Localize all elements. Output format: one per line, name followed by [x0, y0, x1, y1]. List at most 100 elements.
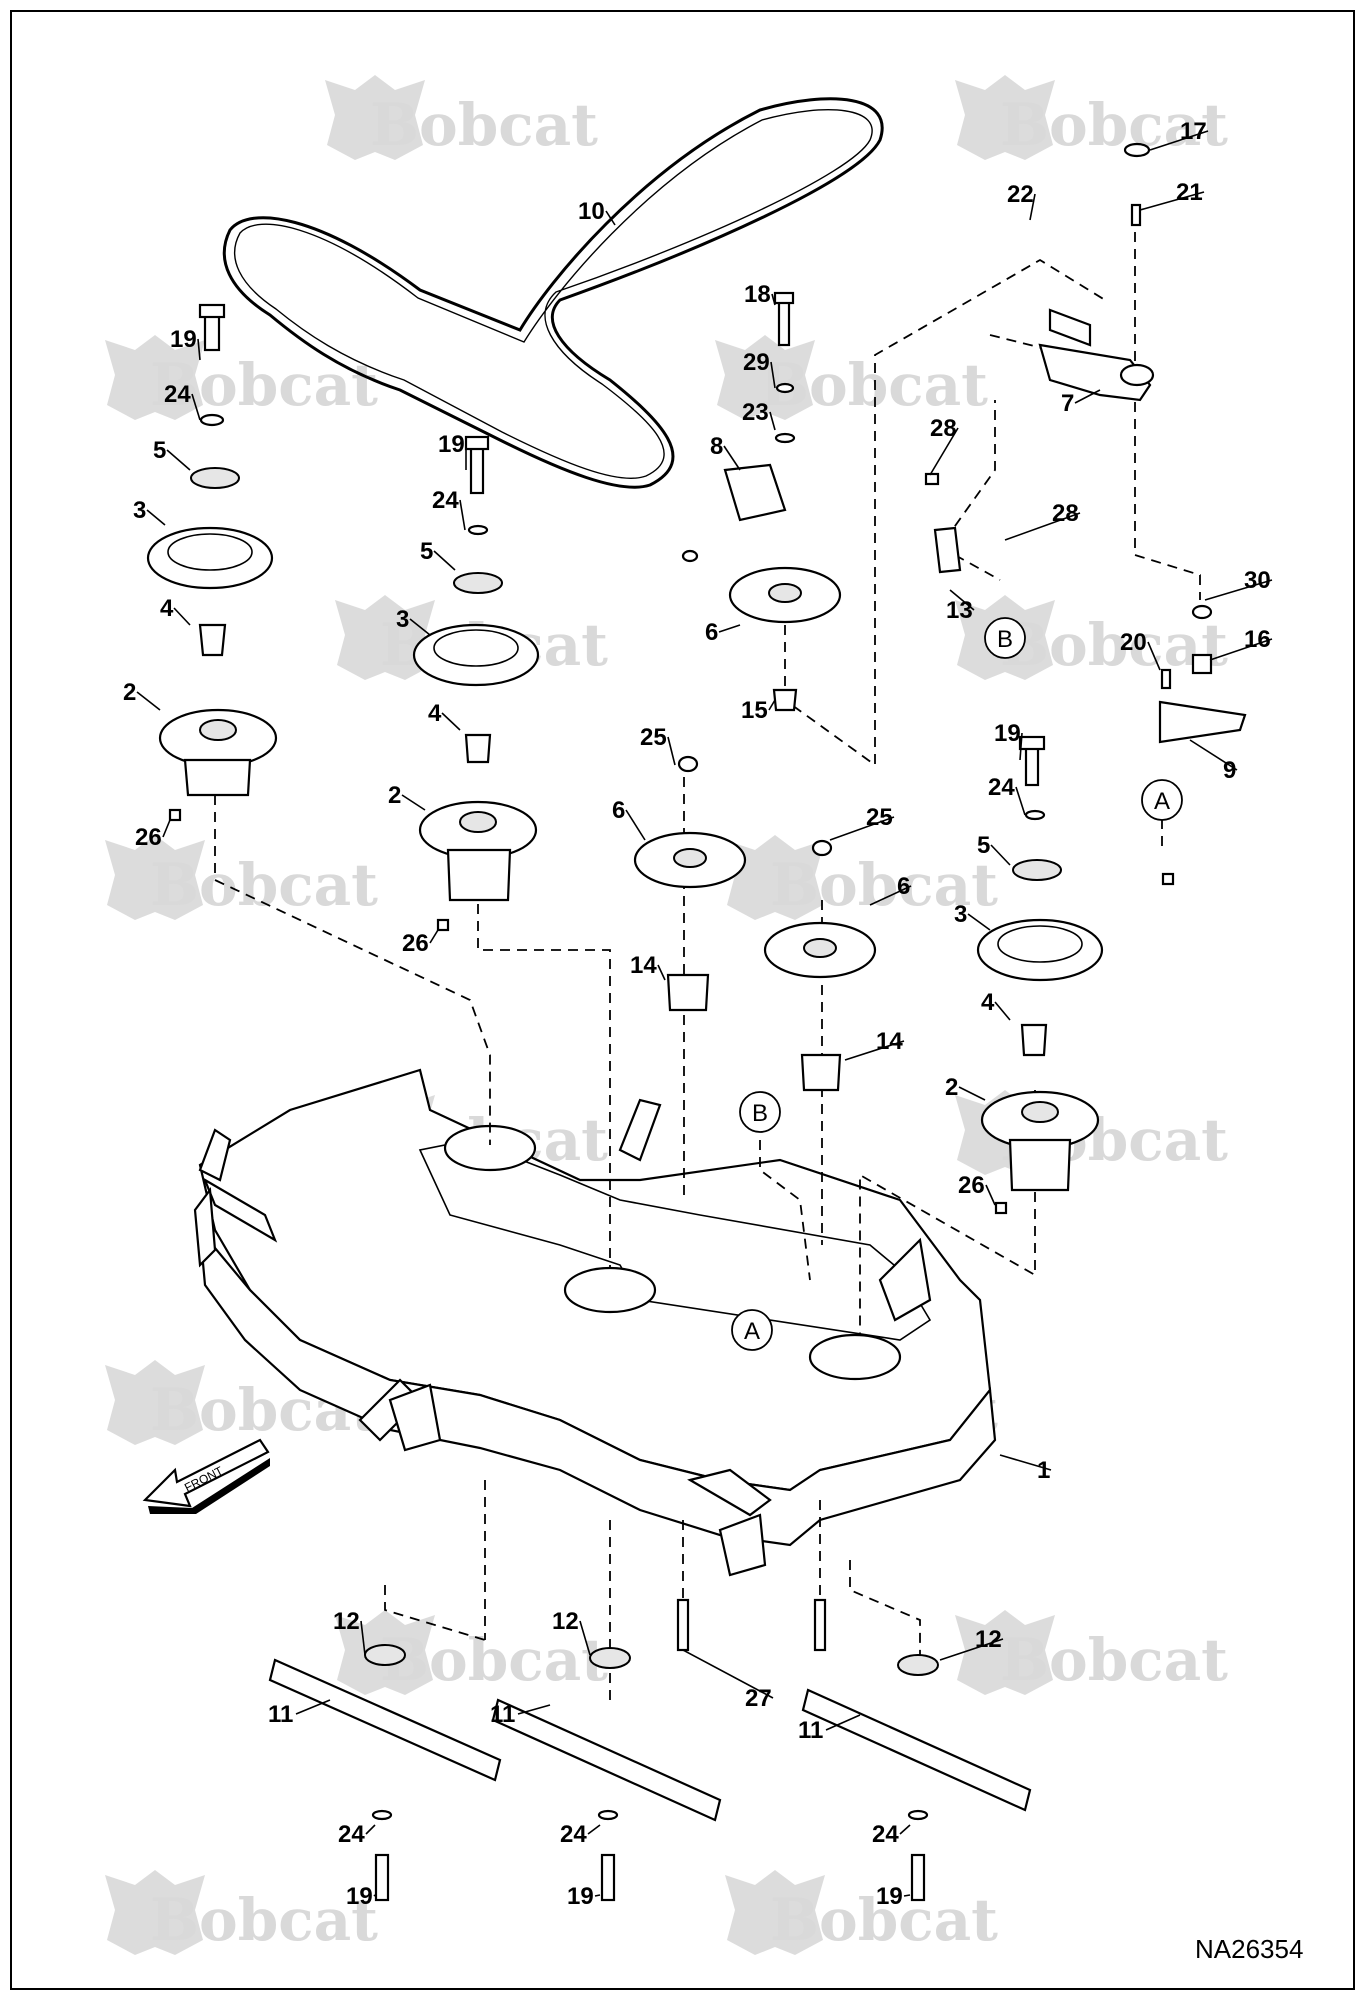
watermark-text: Bobcat	[770, 1886, 998, 1954]
reference-letter: B	[752, 1100, 768, 1127]
part-callout-10: 10	[578, 198, 605, 225]
watermark-text: Bobcat	[760, 351, 988, 419]
leader-line	[667, 736, 676, 766]
leader-line	[409, 618, 431, 636]
leader-line	[771, 293, 776, 306]
part-callout-26: 26	[958, 1172, 985, 1199]
mower-deck-part-1	[193, 1068, 997, 1577]
callout-leaders	[136, 130, 1273, 1897]
reference-circle-a: A	[731, 1309, 773, 1351]
leader-line	[723, 445, 741, 471]
leader-line	[625, 809, 646, 841]
part-callout-19: 19	[994, 720, 1021, 747]
leader-line	[903, 1894, 911, 1897]
leader-line	[295, 1699, 331, 1715]
leader-line	[899, 1824, 911, 1835]
leader-line	[682, 1649, 774, 1699]
watermark-text: Bobcat	[150, 1886, 378, 1954]
part-callout-19: 19	[438, 431, 465, 458]
part-callout-23: 23	[742, 399, 769, 426]
idler-arm-assembly	[924, 142, 1247, 886]
right-spindle-stack	[976, 735, 1104, 1215]
leader-line	[718, 624, 741, 633]
leader-line	[517, 1704, 551, 1715]
reference-circle-b: B	[984, 617, 1026, 659]
watermark: Bobcat	[725, 1870, 998, 1955]
watermark-text: Bobcat	[370, 91, 598, 159]
part-callout-14: 14	[876, 1028, 903, 1055]
leader-line	[825, 1714, 861, 1731]
part-callout-24: 24	[988, 774, 1015, 801]
part-callout-11: 11	[268, 1701, 293, 1728]
watermark: Bobcat	[725, 835, 998, 920]
part-callout-5: 5	[153, 437, 166, 464]
leader-line	[191, 393, 201, 421]
watermark-text: Bobcat	[1000, 611, 1228, 679]
part-callout-28: 28	[1052, 500, 1079, 527]
left-spindle-stack	[146, 303, 278, 822]
part-callout-3: 3	[954, 901, 967, 928]
leader-line	[136, 691, 161, 711]
part-callout-6: 6	[897, 873, 910, 900]
leader-line	[173, 607, 191, 626]
leader-line	[587, 1824, 601, 1835]
part-callout-24: 24	[432, 487, 459, 514]
reference-circle-a: A	[1141, 779, 1183, 821]
watermark: Bobcat	[955, 1610, 1228, 1695]
leader-line	[429, 929, 439, 944]
reference-letter: A	[744, 1318, 760, 1345]
reference-letter: B	[997, 626, 1013, 653]
belt-part-10	[222, 97, 884, 489]
part-callout-25: 25	[640, 724, 667, 751]
watermark-text: Bobcat	[1000, 1626, 1228, 1694]
part-callout-8: 8	[710, 433, 723, 460]
leader-line	[433, 550, 456, 571]
part-callout-24: 24	[164, 381, 191, 408]
leader-line	[985, 1184, 996, 1206]
center-spindle-stack	[412, 435, 540, 932]
leader-line	[594, 1894, 601, 1897]
part-callout-26: 26	[402, 930, 429, 957]
leader-line	[1189, 739, 1238, 771]
leader-line	[1004, 512, 1081, 541]
blades-and-hardware	[268, 1598, 1032, 1902]
part-callout-11: 11	[798, 1717, 823, 1744]
part-callout-12: 12	[333, 1608, 360, 1635]
reference-circle-layer: A A B B	[731, 617, 1183, 1351]
part-callout-21: 21	[1176, 179, 1203, 206]
part-callout-14: 14	[630, 952, 657, 979]
part-callout-12: 12	[975, 1626, 1002, 1653]
watermark: Bobcat	[325, 75, 598, 160]
part-callout-17: 17	[1180, 118, 1207, 145]
leader-line	[1015, 786, 1026, 816]
leader-line	[768, 699, 776, 711]
watermark-text: Bobcat	[1000, 91, 1228, 159]
leader-line	[197, 338, 201, 361]
leader-line	[1149, 130, 1209, 151]
leader-line	[1019, 732, 1023, 761]
part-callout-30: 30	[1244, 567, 1271, 594]
leader-line	[579, 1620, 591, 1656]
leader-line	[1029, 193, 1036, 221]
part-callout-24: 24	[872, 1821, 899, 1848]
leader-line	[605, 210, 616, 226]
part-callout-5: 5	[420, 538, 433, 565]
leader-line	[441, 712, 461, 731]
part-callout-15: 15	[741, 697, 768, 724]
leader-line	[990, 844, 1011, 866]
part-callout-16: 16	[1244, 626, 1271, 653]
leader-line	[939, 1638, 1004, 1661]
leader-line	[929, 427, 959, 476]
reference-circle-b: B	[739, 1091, 781, 1133]
leader-line	[1209, 638, 1273, 661]
part-callout-25: 25	[866, 804, 893, 831]
part-callout-3: 3	[133, 497, 146, 524]
leader-line	[459, 499, 466, 531]
leader-line	[360, 1620, 366, 1656]
part-callout-19: 19	[567, 1883, 594, 1910]
part-callout-19: 19	[346, 1883, 373, 1910]
part-callout-27: 27	[745, 1685, 772, 1712]
part-callout-24: 24	[338, 1821, 365, 1848]
part-callout-19: 19	[876, 1883, 903, 1910]
part-callout-29: 29	[743, 349, 770, 376]
